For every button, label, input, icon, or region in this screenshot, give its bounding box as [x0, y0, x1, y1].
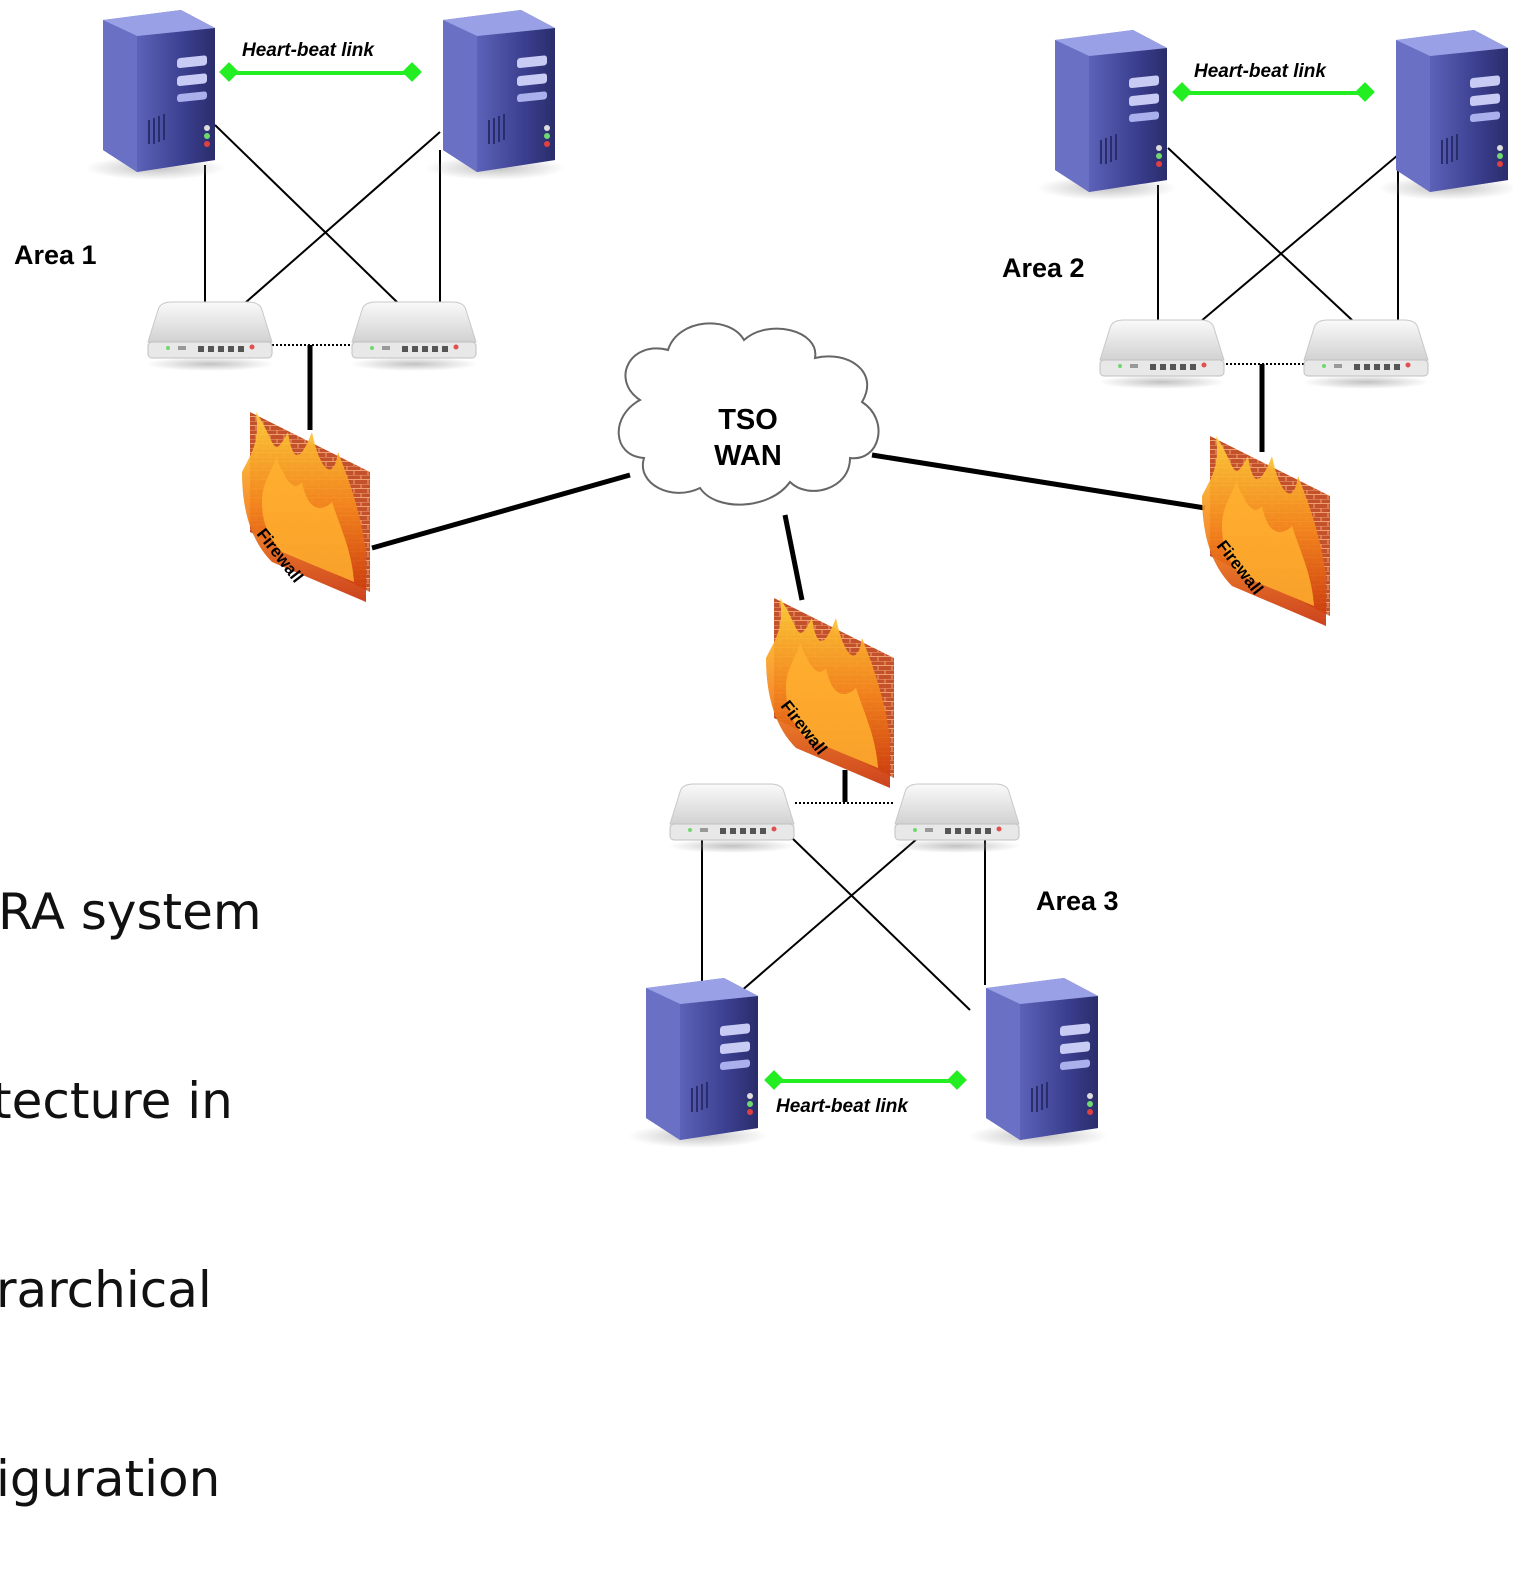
- area-3-label: Area 3: [1036, 886, 1119, 916]
- area2-firewall: Firewall: [1202, 436, 1330, 626]
- area1-switch-right: [349, 301, 479, 372]
- slide-text-line: rarchical: [0, 1261, 212, 1319]
- area3-switch-right: [892, 783, 1022, 854]
- heartbeat-links: [219, 62, 1375, 1090]
- slide-text-line: RA system: [0, 883, 262, 941]
- area-2-label: Area 2: [1002, 253, 1085, 283]
- area1-switch-left: [145, 301, 275, 372]
- link-a1-s2-sw1: [244, 131, 441, 304]
- link-a2-s2-sw1: [1199, 154, 1399, 323]
- area3-switch-left: [667, 783, 797, 854]
- link-a3-sw1-s2: [791, 837, 971, 1011]
- area2-switch-left: [1097, 319, 1227, 390]
- area-1-label: Area 1: [14, 240, 97, 270]
- network-diagram: Firewall Firewall Firewall: [84, 9, 1513, 1149]
- heartbeat-label-area3: Heart-beat link: [776, 1096, 908, 1117]
- area3-server-left: [627, 977, 769, 1149]
- heartbeat-label-area1: Heart-beat link: [242, 40, 374, 61]
- slide-text-line: tecture in: [0, 1072, 233, 1130]
- area3-server-right: [967, 977, 1109, 1149]
- link-a3-wan: [782, 514, 805, 601]
- area1-firewall: Firewall: [242, 412, 370, 602]
- area2-server-left: [1036, 29, 1178, 201]
- area3-firewall: Firewall: [766, 598, 894, 788]
- network-links: [204, 124, 1399, 1011]
- slide-body-text: RA system tecture in rarchical iguration: [0, 755, 262, 1574]
- wan-cloud-line2: WAN: [714, 440, 782, 472]
- link-a3-sw2-s1: [724, 837, 919, 1006]
- heartbeat-link-area2: [1172, 82, 1375, 102]
- link-a2-wan: [871, 452, 1206, 511]
- heartbeat-label-area2: Heart-beat link: [1194, 61, 1326, 82]
- link-a1-wan: [371, 472, 631, 551]
- area1-server-left: [84, 9, 226, 181]
- link-a1-s1-sw2: [214, 124, 399, 304]
- area2-switch-right: [1301, 319, 1431, 390]
- heartbeat-link-area3: [764, 1070, 967, 1090]
- area1-server-right: [424, 9, 566, 181]
- wan-cloud-line1: TSO: [718, 404, 778, 436]
- wan-cloud: [617, 322, 880, 506]
- heartbeat-link-area1: [219, 62, 422, 82]
- wan-cloud-label: TSO WAN: [668, 402, 828, 474]
- link-a2-s1-sw2: [1167, 147, 1353, 321]
- slide-text-line: iguration: [0, 1450, 221, 1508]
